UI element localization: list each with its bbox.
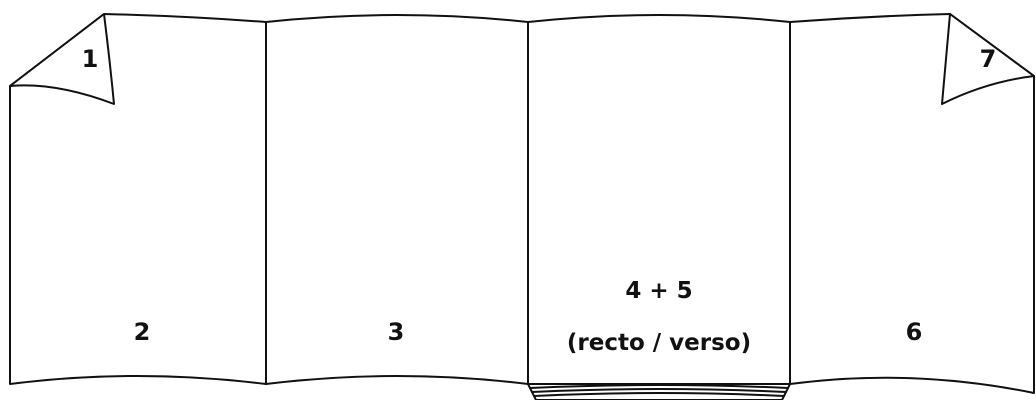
- spine-line-1: [529, 384, 789, 389]
- page-label-4-5: 4 + 5: [625, 278, 692, 304]
- page-label-3: 3: [388, 318, 405, 346]
- spine-line-2: [531, 388, 787, 393]
- left-page-curl: [9, 13, 115, 105]
- spine-line-3: [533, 392, 785, 397]
- brochure-outline: [9, 13, 1035, 394]
- page-label-recto-verso: (recto / verso): [567, 330, 751, 356]
- right-page-curl: [941, 13, 1035, 105]
- corner-label-left: 1: [82, 45, 99, 73]
- corner-label-right: 7: [980, 45, 997, 73]
- page-label-2: 2: [134, 318, 151, 346]
- page-label-6: 6: [906, 318, 923, 346]
